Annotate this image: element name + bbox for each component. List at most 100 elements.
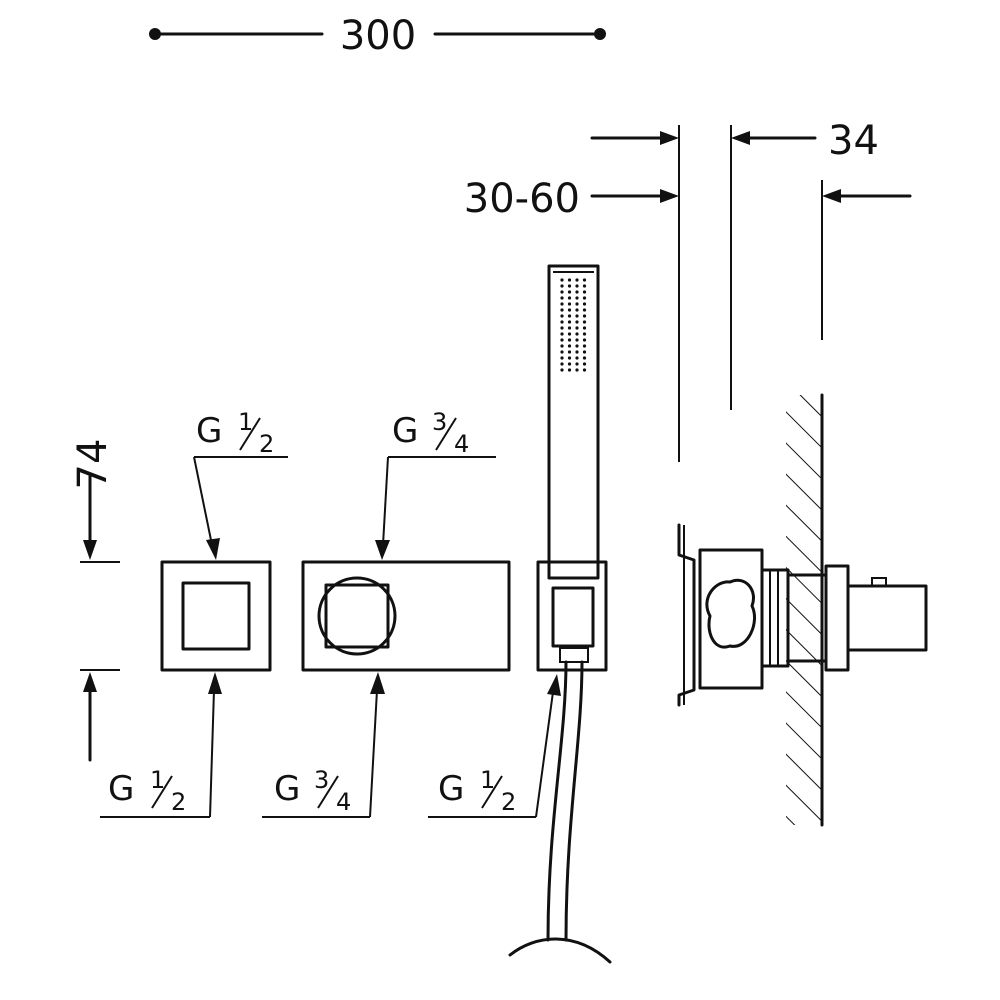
- knob-tab: [871, 577, 887, 587]
- label-prefix: G: [274, 769, 300, 809]
- nozzle-dot: [560, 296, 564, 300]
- mounting-bracket: [677, 523, 696, 707]
- nozzle-dot: [582, 338, 587, 342]
- nozzle-dot: [567, 356, 572, 360]
- arrowhead-2: [731, 131, 750, 145]
- nozzle-dot: [582, 290, 587, 294]
- label-numerator: 3: [314, 766, 329, 794]
- nozzle-dot: [575, 332, 579, 336]
- thermostat-plate-outline: [301, 560, 511, 672]
- dim-width-label: 300: [340, 13, 416, 59]
- arrowhead-1: [660, 131, 679, 145]
- nozzle-dot: [567, 338, 572, 342]
- nozzle-dot: [575, 350, 579, 354]
- dim-depth-label: 34: [828, 118, 879, 164]
- label-fraction-bar: [317, 775, 339, 809]
- label-top-left: G 1 2: [196, 408, 274, 458]
- leader-bot-mid-line: [369, 689, 378, 818]
- label-denominator: 2: [501, 788, 516, 816]
- nozzle-dot: [560, 278, 564, 282]
- nozzle-dot: [575, 296, 579, 300]
- nozzle-dot: [560, 326, 564, 330]
- nozzle-dot: [567, 362, 572, 366]
- leader-top-mid-line: [382, 456, 389, 546]
- nozzle-dot: [575, 308, 579, 312]
- shower-handle: [547, 264, 600, 580]
- nozzle-dot: [560, 302, 564, 306]
- nozzle-dot: [567, 308, 572, 312]
- leader-bot-shower-arrow: [547, 674, 561, 696]
- shower-connector: [551, 586, 595, 648]
- leader-top-left-arrow: [206, 538, 220, 560]
- dimension-height: 74: [70, 439, 120, 762]
- leader-top-mid-arrow: [375, 540, 390, 560]
- nozzle-dot: [575, 314, 579, 318]
- dimension-depth: 34 30-60: [464, 118, 912, 462]
- nozzle-dot: [567, 368, 572, 372]
- nozzle-dot: [575, 344, 579, 348]
- label-top-mid: G 3 4: [392, 408, 469, 458]
- side-view-body: [677, 393, 928, 827]
- nozzle-dot: [582, 350, 587, 354]
- nozzle-dot: [582, 368, 587, 372]
- nozzle-dot: [575, 302, 579, 306]
- valve-knob-side: [846, 584, 928, 652]
- nozzle-dot: [567, 332, 572, 336]
- nozzle-dot: [582, 332, 587, 336]
- nozzle-dot: [567, 302, 572, 306]
- nozzle-dot: [582, 326, 587, 330]
- nozzle-dot: [560, 290, 564, 294]
- nozzle-dot: [582, 320, 587, 324]
- leader-bot-left-arrow: [208, 672, 222, 694]
- label-numerator: 1: [150, 766, 165, 794]
- hose-break: [508, 937, 612, 964]
- nozzle-dot: [560, 308, 564, 312]
- thermostat-plate: [301, 560, 511, 672]
- nozzle-dot: [575, 278, 579, 282]
- nozzle-dot: [575, 320, 579, 324]
- nozzle-dot: [560, 284, 564, 288]
- nozzle-dot: [582, 278, 587, 282]
- label-numerator: 3: [432, 408, 447, 436]
- nozzle-dot: [575, 290, 579, 294]
- nozzle-dot: [560, 320, 564, 324]
- leader-bot-left-line: [209, 689, 215, 818]
- shower-holder-plate: [536, 560, 608, 672]
- label-bot-shower: G 1 2: [438, 766, 516, 816]
- valve-collar: [760, 568, 790, 668]
- nozzle-dot: [560, 356, 564, 360]
- nozzle-dot: [582, 344, 587, 348]
- wall-hatch: [786, 395, 822, 825]
- dim-height-label: 74: [70, 439, 116, 490]
- nozzle-dot: [567, 284, 572, 288]
- leader-bot-mid-arrow: [370, 672, 385, 694]
- nozzle-dot: [575, 368, 579, 372]
- nozzle-dot: [582, 284, 587, 288]
- nozzle-dot: [582, 314, 587, 318]
- hose-line-a: [546, 660, 568, 942]
- nozzle-dot: [560, 338, 564, 342]
- leader-top-left-line: [193, 456, 213, 546]
- shower-nozzles: [560, 278, 587, 372]
- nozzle-dot: [560, 368, 564, 372]
- nozzle-dot: [575, 362, 579, 366]
- label-fraction-bar: [239, 417, 261, 451]
- diverter-plate: [160, 560, 272, 672]
- nozzle-dot: [567, 278, 572, 282]
- arrowhead-4: [822, 189, 841, 203]
- nozzle-dot: [575, 338, 579, 342]
- label-numerator: 1: [480, 766, 495, 794]
- dimension-width: 300: [149, 13, 606, 59]
- thermostat-knob-ring: [317, 576, 397, 656]
- label-prefix: G: [108, 769, 134, 809]
- label-prefix: G: [196, 411, 222, 451]
- thermostat-knob: [324, 583, 390, 649]
- height-arrowhead-top: [83, 540, 97, 560]
- nozzle-dot: [567, 296, 572, 300]
- diverter-plate-outline: [160, 560, 272, 672]
- hand-shower: [508, 264, 612, 964]
- nozzle-dot: [560, 344, 564, 348]
- nozzle-dot: [575, 284, 579, 288]
- label-bot-mid: G 3 4: [274, 766, 351, 816]
